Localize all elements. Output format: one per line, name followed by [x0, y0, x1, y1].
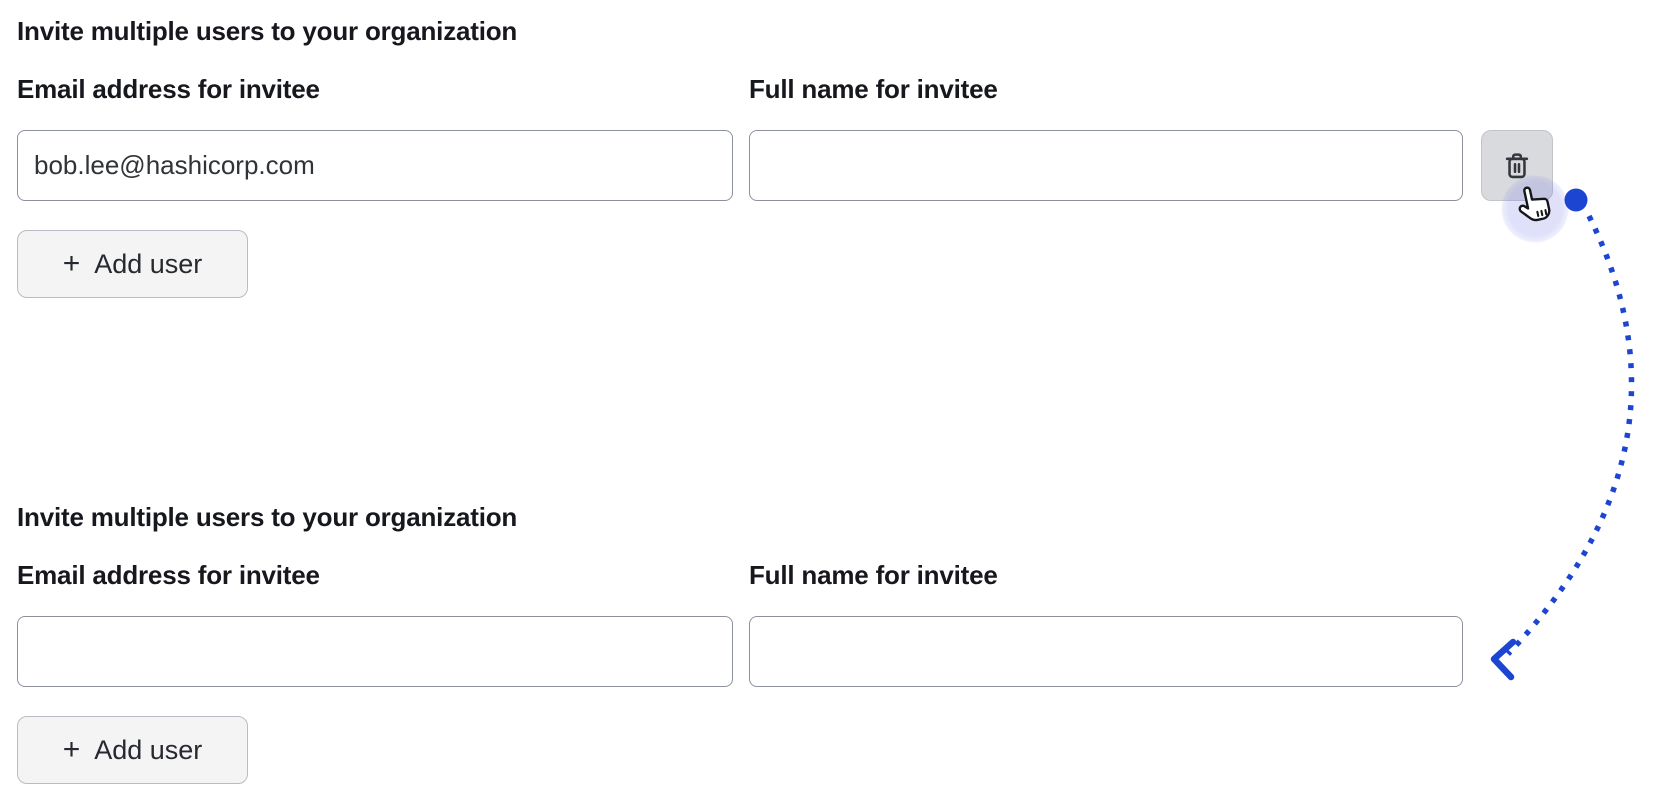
- email-label: Email address for invitee: [17, 74, 320, 104]
- email-label: Email address for invitee: [17, 560, 320, 590]
- trash-icon: [1505, 152, 1529, 178]
- email-input[interactable]: [17, 130, 733, 201]
- invite-form-before: Invite multiple users to your organizati…: [0, 0, 1672, 320]
- plus-icon: +: [62, 247, 81, 280]
- section-heading: Invite multiple users to your organizati…: [17, 16, 518, 46]
- add-user-label: Add user: [94, 734, 203, 765]
- delete-row-button[interactable]: [1481, 130, 1553, 201]
- invite-form-after: Invite multiple users to your organizati…: [0, 486, 1672, 806]
- add-user-button[interactable]: + Add user: [17, 716, 248, 784]
- email-input[interactable]: [17, 616, 733, 687]
- add-user-label: Add user: [94, 248, 203, 279]
- add-user-button[interactable]: + Add user: [17, 230, 248, 298]
- full-name-input[interactable]: [749, 616, 1463, 687]
- full-name-input[interactable]: [749, 130, 1463, 201]
- full-name-label: Full name for invitee: [749, 74, 998, 104]
- plus-icon: +: [62, 733, 81, 766]
- full-name-label: Full name for invitee: [749, 560, 998, 590]
- section-heading: Invite multiple users to your organizati…: [17, 502, 518, 532]
